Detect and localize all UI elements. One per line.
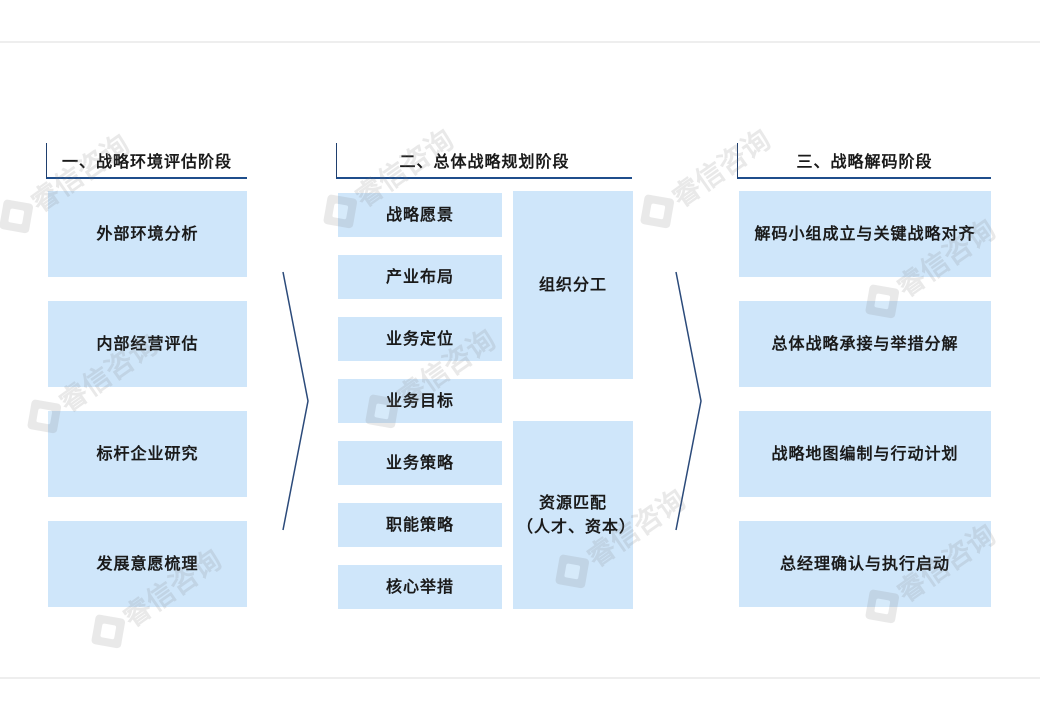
bottom-divider (0, 677, 1040, 679)
organization-division-box: 组织分工 (513, 191, 633, 379)
phase-3-item-1: 解码小组成立与关键战略对齐 (739, 191, 991, 277)
brand-logo-icon (0, 199, 34, 234)
top-divider (0, 41, 1040, 43)
phase-2-item-6: 职能策略 (338, 503, 502, 547)
phase-3-item-2: 总体战略承接与举措分解 (739, 301, 991, 387)
phase-1-item-3: 标杆企业研究 (48, 411, 247, 497)
resource-matching-box: 资源匹配 （人才、资本） (513, 421, 637, 609)
resource-matching-label: 资源匹配 (538, 493, 607, 512)
phase-1-header: 一、战略环境评估阶段 (46, 143, 247, 179)
phase-2-item-3: 业务定位 (338, 317, 502, 361)
phase-2-item-4: 业务目标 (338, 379, 502, 423)
phase-3-item-3: 战略地图编制与行动计划 (739, 411, 991, 497)
phase-2-item-7: 核心举措 (338, 565, 502, 609)
chevron-arrow-icon (675, 271, 702, 531)
phase-2-item-2: 产业布局 (338, 255, 502, 299)
organization-division-label: 组织分工 (538, 275, 607, 294)
phase-3-item-4: 总经理确认与执行启动 (739, 521, 991, 607)
chevron-arrow-icon (282, 271, 309, 531)
brand-logo-icon (639, 194, 675, 229)
brand-logo-icon (90, 614, 126, 649)
phase-1-item-4: 发展意愿梳理 (48, 521, 247, 607)
phase-2-item-1: 战略愿景 (338, 193, 502, 237)
phase-3-header: 三、战略解码阶段 (737, 143, 991, 179)
phase-2-header: 二、总体战略规划阶段 (336, 143, 632, 179)
resource-matching-detail: （人才、资本） (517, 517, 637, 536)
phase-1-item-2: 内部经营评估 (48, 301, 247, 387)
phase-1-item-1: 外部环境分析 (48, 191, 247, 277)
phase-2-item-5: 业务策略 (338, 441, 502, 485)
